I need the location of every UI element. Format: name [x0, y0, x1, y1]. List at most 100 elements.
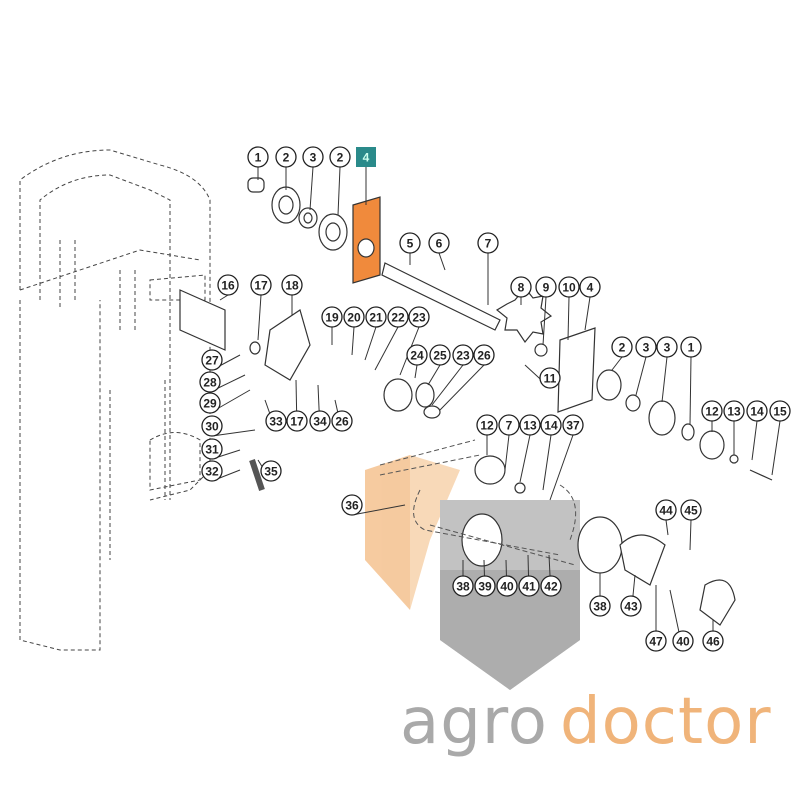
callout-part-16[interactable]: 16	[217, 274, 239, 296]
callout-part-30[interactable]: 30	[201, 415, 223, 437]
callout-part-34[interactable]: 34	[309, 410, 331, 432]
callout-part-2[interactable]: 2	[329, 146, 351, 168]
callout-part-32[interactable]: 32	[201, 460, 223, 482]
callout-part-13[interactable]: 13	[723, 400, 745, 422]
callout-number: 3	[310, 151, 317, 165]
callout-part-21[interactable]: 21	[365, 306, 387, 328]
callout-part-38[interactable]: 38	[452, 575, 474, 597]
leader-line	[351, 326, 355, 356]
leader-line	[542, 296, 547, 346]
callout-part-46[interactable]: 46	[702, 630, 724, 652]
leader-line	[427, 364, 441, 386]
callout-part-39[interactable]: 39	[474, 575, 496, 597]
callout-number: 47	[649, 635, 663, 649]
callout-badge	[217, 274, 239, 296]
callout-part-11[interactable]: 11	[539, 367, 561, 389]
callout-part-44[interactable]: 44	[655, 499, 677, 521]
callout-number: 8	[518, 281, 525, 295]
callout-part-22[interactable]: 22	[387, 306, 409, 328]
callout-number: 26	[335, 415, 349, 429]
callout-number: 24	[410, 349, 424, 363]
callout-part-42[interactable]: 42	[540, 575, 562, 597]
callout-number: 40	[676, 635, 690, 649]
callout-part-12[interactable]: 12	[701, 400, 723, 422]
callout-part-17[interactable]: 17	[250, 274, 272, 296]
callout-part-23[interactable]: 23	[452, 344, 474, 366]
callout-part-38[interactable]: 38	[589, 595, 611, 617]
callout-part-36[interactable]: 36	[341, 494, 363, 516]
callout-part-24[interactable]: 24	[406, 344, 428, 366]
callout-badge	[680, 499, 702, 521]
callout-part-29[interactable]: 29	[199, 392, 221, 414]
leader-line	[665, 519, 669, 536]
callout-part-1[interactable]: 1	[680, 336, 702, 358]
callout-part-10[interactable]: 10	[558, 276, 580, 298]
callout-part-25[interactable]: 25	[429, 344, 451, 366]
callout-number: 19	[325, 311, 339, 325]
callout-part-19[interactable]: 19	[321, 306, 343, 328]
machine-frame-outline	[19, 149, 211, 651]
callout-number: 26	[477, 349, 491, 363]
callout-part-5[interactable]: 5	[399, 232, 421, 254]
callout-part-6[interactable]: 6	[428, 232, 450, 254]
callout-badge	[473, 344, 495, 366]
callout-part-40[interactable]: 40	[672, 630, 694, 652]
callout-part-18[interactable]: 18	[281, 274, 303, 296]
callout-part-37[interactable]: 37	[562, 414, 584, 436]
callout-part-1[interactable]: 1	[247, 146, 269, 168]
callout-part-41[interactable]: 41	[518, 575, 540, 597]
callout-part-47[interactable]: 47	[645, 630, 667, 652]
callout-part-28[interactable]: 28	[199, 371, 221, 393]
callout-number: 10	[562, 281, 576, 295]
callout-part-2[interactable]: 2	[275, 146, 297, 168]
callout-number: 21	[369, 311, 383, 325]
callout-badge	[452, 344, 474, 366]
callout-badge	[201, 349, 223, 371]
callout-part-3[interactable]: 3	[302, 146, 324, 168]
callout-part-40[interactable]: 40	[496, 575, 518, 597]
callout-part-14[interactable]: 14	[540, 414, 562, 436]
callout-part-23[interactable]: 23	[408, 306, 430, 328]
callout-badge	[250, 274, 272, 296]
callout-part-26[interactable]: 26	[331, 410, 353, 432]
callout-badge	[579, 276, 601, 298]
callout-number: 5	[407, 237, 414, 251]
callout-number: 14	[750, 405, 764, 419]
callout-part-9[interactable]: 9	[535, 276, 557, 298]
callout-part-14[interactable]: 14	[746, 400, 768, 422]
callout-part-17[interactable]: 17	[286, 410, 308, 432]
leader-line	[771, 420, 781, 476]
leader-line	[549, 434, 574, 501]
callout-part-27[interactable]: 27	[201, 349, 223, 371]
callout-part-43[interactable]: 43	[620, 595, 642, 617]
callout-part-3[interactable]: 3	[635, 336, 657, 358]
callout-part-7[interactable]: 7	[477, 232, 499, 254]
callout-part-31[interactable]: 31	[201, 438, 223, 460]
callout-part-35[interactable]: 35	[260, 460, 282, 482]
callout-badge	[558, 276, 580, 298]
callout-part-26[interactable]: 26	[473, 344, 495, 366]
callout-part-2[interactable]: 2	[611, 336, 633, 358]
callout-part-15[interactable]: 15	[769, 400, 791, 422]
callout-part-8[interactable]: 8	[510, 276, 532, 298]
callout-part-13[interactable]: 13	[519, 414, 541, 436]
callout-part-33[interactable]: 33	[265, 410, 287, 432]
leader-line	[219, 294, 229, 301]
leader-line	[519, 434, 531, 483]
leader-line	[374, 326, 399, 371]
callout-badge	[535, 276, 557, 298]
callout-part-7[interactable]: 7	[498, 414, 520, 436]
callout-part-20[interactable]: 20	[343, 306, 365, 328]
callout-number: 45	[684, 504, 698, 518]
callout-part-45[interactable]: 45	[680, 499, 702, 521]
callout-badge	[540, 575, 562, 597]
callout-part-3[interactable]: 3	[656, 336, 678, 358]
leader-line	[661, 356, 668, 403]
callout-part-4[interactable]: 4	[579, 276, 601, 298]
leader-line	[584, 296, 591, 331]
callout-part-12[interactable]: 12	[476, 414, 498, 436]
callout-badge	[201, 460, 223, 482]
callout-badge	[746, 400, 768, 422]
callout-part-4[interactable]: 4	[356, 147, 376, 167]
